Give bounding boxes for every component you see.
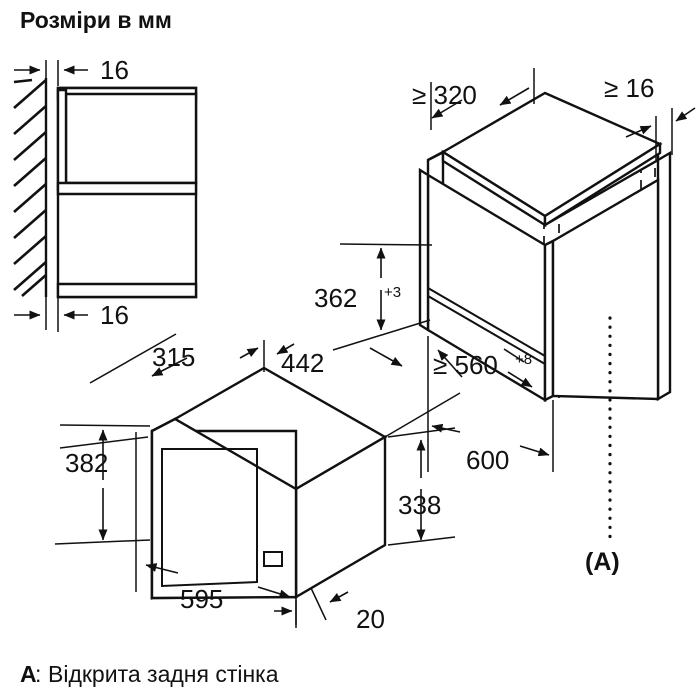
dimension-label-appliance-top-width: 442 <box>281 348 324 378</box>
dimension-sup-cabinet-niche-width-min: +8 <box>515 351 532 368</box>
wall-hatching <box>13 78 47 297</box>
dimension-appliance-top-width: 442 <box>276 343 461 438</box>
dimension-label-cabinet-niche-height: 362 <box>314 283 357 313</box>
wall-side-detail-view: 16 16 <box>13 55 198 332</box>
dimension-label-appliance-front-height: 382 <box>65 448 108 478</box>
dimension-label-appliance-body-height: 338 <box>398 490 441 520</box>
dimension-wall-gap-top: 16 <box>14 55 129 86</box>
dimension-cabinet-side-panel-min: ≥ 16 <box>604 73 696 160</box>
dimension-appliance-depth-left: 315 <box>89 333 265 384</box>
appliance-control-button <box>263 551 283 567</box>
dimension-wall-gap-bottom: 16 <box>14 295 129 332</box>
dimension-cabinet-outer-width: 600 <box>427 336 554 475</box>
legend-separator: : <box>35 661 41 687</box>
dimension-label-cabinet-niche-width-min: ≥ 560 <box>433 350 498 380</box>
page-title: Розміри в мм <box>20 7 172 33</box>
cabinet-side-profile <box>56 86 198 299</box>
dimension-appliance-front-overhang: 20 <box>274 587 385 634</box>
dimension-label-wall-gap-top: 16 <box>100 55 129 85</box>
legend-caption: A : Відкрита задня стінка <box>20 661 279 687</box>
dimension-appliance-front-width: 595 <box>135 432 297 625</box>
dimension-label-cabinet-side-panel-min: ≥ 16 <box>604 73 654 103</box>
dimension-cabinet-niche-height: 362 +3 <box>314 243 433 351</box>
cabinet-left-outer-skin <box>418 167 430 333</box>
dimension-cabinet-depth-min: ≥ 320 <box>412 68 535 130</box>
dimension-label-cabinet-outer-width: 600 <box>466 445 509 475</box>
microwave-isometric-view: 315 442 382 <box>54 333 461 634</box>
dimension-label-wall-gap-bottom: 16 <box>100 300 129 330</box>
cabinet-top-right-thickness <box>543 141 662 228</box>
dimension-label-appliance-depth-left: 315 <box>152 342 195 372</box>
cabinet-right-inner-face <box>551 177 660 401</box>
cabinet-niche-shelf-line <box>427 287 546 357</box>
dimension-appliance-body-height: 338 <box>387 427 456 546</box>
legend-text: Відкрита задня стінка <box>48 661 279 687</box>
legend-marker: A <box>20 661 37 687</box>
callout-a: (A) <box>585 316 620 576</box>
dimension-appliance-front-height: 382 <box>54 424 151 545</box>
dimension-label-appliance-front-overhang: 20 <box>356 604 385 634</box>
dimension-sup-cabinet-niche-height: +3 <box>384 284 401 301</box>
dimension-label-cabinet-depth-min: ≥ 320 <box>412 80 477 110</box>
cabinet-isometric-view: ≥ 320 ≥ 16 362 +3 <box>314 68 696 576</box>
cabinet-right-panel <box>656 150 672 402</box>
dimension-cabinet-niche-width-min: ≥ 560 +8 <box>433 348 533 388</box>
cabinet-niche-shelf-line-2 <box>427 295 546 365</box>
dimension-label-appliance-front-width: 595 <box>180 584 223 614</box>
callout-a-label: (A) <box>585 548 620 576</box>
